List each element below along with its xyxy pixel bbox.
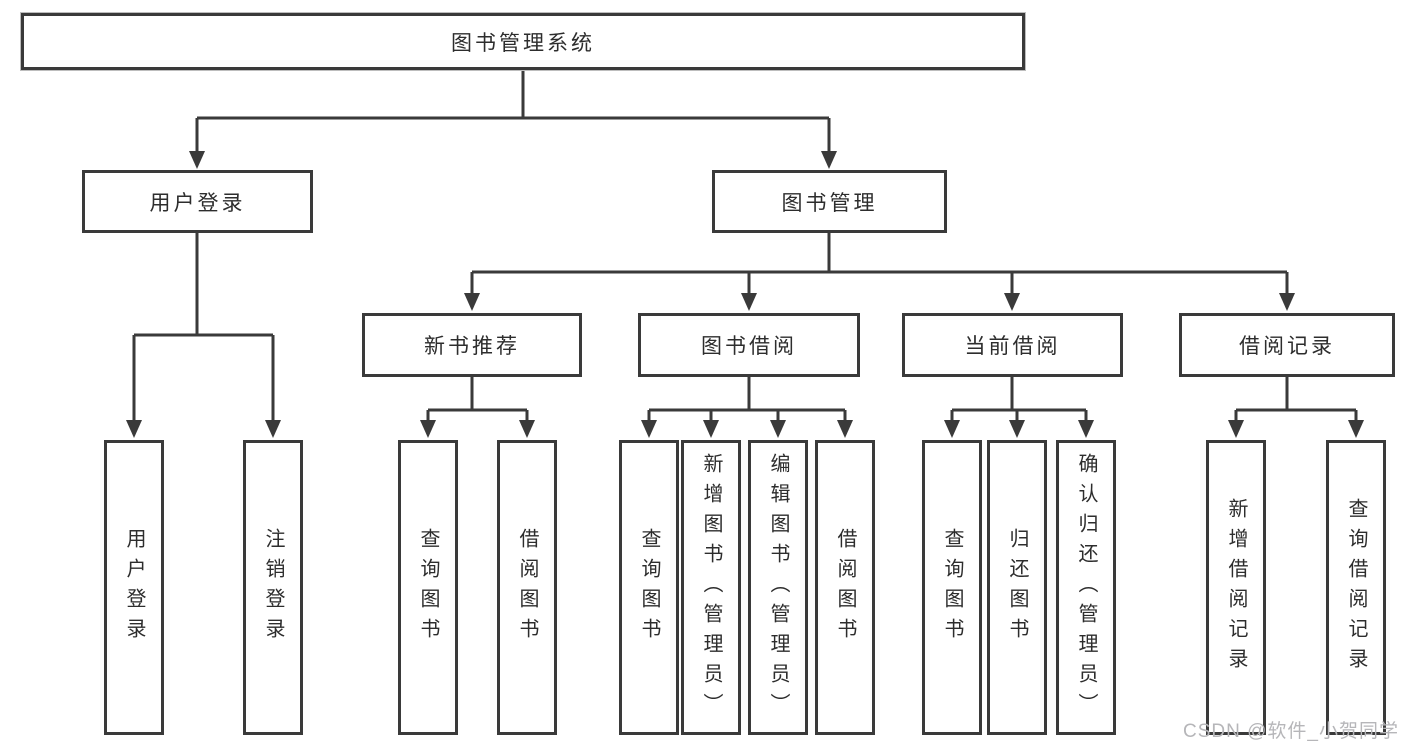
node-label: 新增图书（管理员）	[700, 452, 722, 723]
node-label: 图书管理	[781, 191, 878, 215]
node-label: 图书借阅	[701, 335, 797, 358]
node-label: 新增借阅记录	[1225, 497, 1247, 678]
node-label: 借阅图书	[834, 527, 856, 648]
connector-book-mgmt-to-level3	[470, 233, 1289, 294]
arrowhead-icon	[641, 420, 657, 438]
node-label: 查询图书	[638, 527, 660, 648]
arrowhead-icon	[741, 293, 757, 311]
arrowhead-icon	[944, 420, 960, 438]
arrowhead-icon	[464, 293, 480, 311]
node-label: 用户登录	[149, 191, 246, 215]
arrowhead-icon	[265, 420, 281, 438]
leaf-query-books-current: 查询图书	[922, 440, 982, 735]
connector-borrow-records-to-leaves	[1234, 377, 1358, 421]
leaf-edit-books-admin: 编辑图书（管理员）	[748, 440, 808, 735]
node-label: 当前借阅	[964, 335, 1061, 358]
connector-user-login-to-leaves	[132, 233, 275, 421]
node-borrow-records: 借阅记录	[1179, 313, 1395, 377]
arrowhead-icon	[1348, 420, 1364, 438]
leaf-confirm-return-admin: 确认归还（管理员）	[1056, 440, 1116, 735]
node-user-login: 用户登录	[82, 170, 313, 233]
arrowhead-icon	[1078, 420, 1094, 438]
node-label: 查询借阅记录	[1345, 497, 1367, 678]
node-new-book-recommend: 新书推荐	[362, 313, 582, 377]
node-label: 图书管理系统	[451, 31, 595, 55]
arrowhead-icon	[1279, 293, 1295, 311]
node-current-borrowing: 当前借阅	[902, 313, 1123, 377]
arrowhead-icon	[519, 420, 535, 438]
node-root-system: 图书管理系统	[21, 13, 1025, 70]
arrowhead-icon	[1004, 293, 1020, 311]
leaf-return-books: 归还图书	[987, 440, 1047, 735]
arrowhead-icon	[1009, 420, 1025, 438]
leaf-add-borrow-record: 新增借阅记录	[1206, 440, 1266, 735]
leaf-query-books-borrowing: 查询图书	[619, 440, 679, 735]
leaf-logout: 注销登录	[243, 440, 303, 735]
connector-current-borrow-to-leaves	[950, 377, 1088, 421]
arrowhead-icon	[1228, 420, 1244, 438]
leaf-query-borrow-record: 查询借阅记录	[1326, 440, 1386, 735]
leaf-user-login: 用户登录	[104, 440, 164, 735]
leaf-add-books-admin: 新增图书（管理员）	[681, 440, 741, 735]
node-label: 查询图书	[941, 527, 963, 648]
arrowhead-icon	[420, 420, 436, 438]
arrowhead-icon	[821, 151, 837, 169]
arrowhead-icon	[126, 420, 142, 438]
node-label: 注销登录	[262, 527, 284, 648]
connector-root-to-level2	[195, 70, 831, 152]
arrowhead-icon	[189, 151, 205, 169]
node-label: 查询图书	[417, 527, 439, 648]
leaf-borrow-books: 借阅图书	[815, 440, 875, 735]
leaf-borrow-books-recommend: 借阅图书	[497, 440, 557, 735]
leaf-query-books-recommend: 查询图书	[398, 440, 458, 735]
node-label: 用户登录	[123, 527, 145, 648]
arrowhead-icon	[770, 420, 786, 438]
arrowhead-icon	[837, 420, 853, 438]
node-label: 归还图书	[1006, 527, 1028, 648]
node-label: 编辑图书（管理员）	[767, 452, 789, 723]
node-label: 确认归还（管理员）	[1075, 452, 1097, 723]
arrowheads	[126, 151, 1364, 438]
connector-new-book-rec-to-leaves	[426, 377, 529, 421]
connector-lines	[132, 70, 1358, 421]
node-label: 借阅图书	[516, 527, 538, 648]
watermark: CSDN @软件_小贺同学	[1183, 721, 1399, 742]
node-label: 新书推荐	[424, 335, 520, 358]
arrowhead-icon	[703, 420, 719, 438]
node-book-management: 图书管理	[712, 170, 947, 233]
connector-book-borrow-to-leaves	[647, 377, 847, 421]
node-book-borrowing: 图书借阅	[638, 313, 860, 377]
node-label: 借阅记录	[1239, 335, 1335, 358]
